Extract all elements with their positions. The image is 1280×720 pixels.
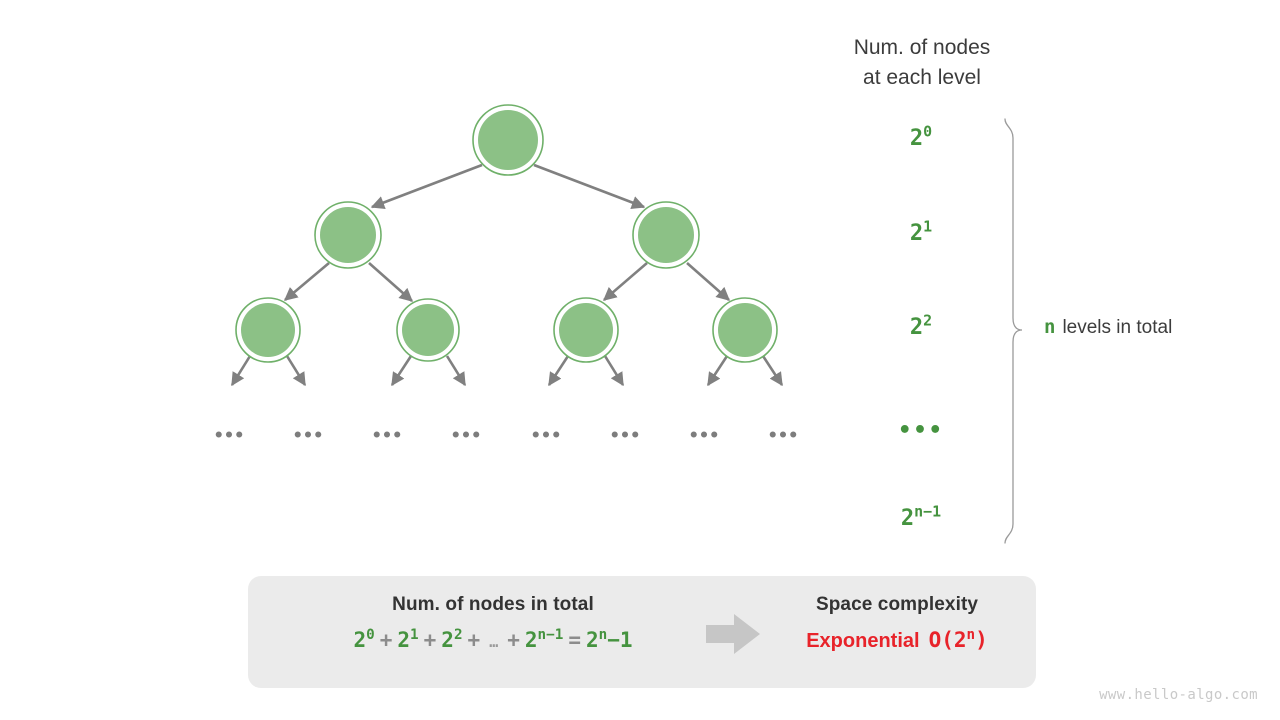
- formula-plus: +: [423, 628, 437, 652]
- tree-node-l2-d: [712, 297, 778, 363]
- formula-equals: =: [568, 628, 581, 652]
- edge-l1right-d: [686, 262, 731, 301]
- edge-l2b-s2: [445, 355, 467, 387]
- tree-nodes: [235, 104, 778, 363]
- arrow-right-icon: [706, 614, 760, 654]
- formula-term-n-1: 2n−1: [524, 627, 564, 652]
- level-count-label-2: 22: [909, 311, 933, 340]
- complexity-notation: O(2n): [928, 627, 988, 652]
- formula-term-0: 20: [353, 627, 375, 652]
- level-exponent-1: 1: [923, 217, 933, 236]
- summary-box: Num. of nodes in total 20+21+22+…+2n−1=2…: [248, 576, 1036, 688]
- edge-l2d-s1: [706, 355, 729, 387]
- edge-l2a-s2: [285, 355, 307, 387]
- space-complexity-title: Space complexity: [815, 594, 979, 615]
- tree-node-l2-c: [553, 297, 619, 363]
- tree-node-l1-right: [632, 201, 700, 269]
- formula-ellipsis: …: [489, 633, 499, 651]
- level-exponent-0: 0: [923, 122, 933, 141]
- tree-ellipsis: •••: [293, 426, 324, 446]
- levels-total-annotation: n levels in total: [1044, 316, 1172, 339]
- tree-node-l2-b: [396, 298, 460, 362]
- edge-root-left: [370, 163, 483, 209]
- tree-ellipsis: •••: [451, 426, 482, 446]
- tree-ellipsis: •••: [531, 426, 562, 446]
- formula-plus: +: [379, 628, 393, 652]
- level-exponent-2: 2: [923, 311, 933, 330]
- levels-total-text: levels in total: [1062, 317, 1173, 338]
- tree-node-root: [472, 104, 544, 176]
- edge-l2a-s1: [230, 355, 252, 387]
- edge-l1left-a: [283, 262, 330, 301]
- edge-l2c-s2: [603, 355, 625, 387]
- watermark: www.hello-algo.com: [1099, 687, 1258, 703]
- levels-brace: [1004, 118, 1023, 544]
- summary-right-panel: Space complexity Exponential O(2n): [768, 594, 1026, 653]
- tree-ellipsis: •••: [768, 426, 799, 446]
- tree-ellipsis: •••: [214, 426, 245, 446]
- formula-result: 2n−1: [585, 627, 633, 652]
- tree-ellipsis: •••: [610, 426, 641, 446]
- tree-node-l2-a: [235, 297, 301, 363]
- edge-l1left-b: [368, 262, 414, 302]
- edge-l2c-s1: [547, 355, 570, 387]
- edge-l2b-s1: [390, 355, 413, 387]
- edge-root-right: [533, 163, 646, 209]
- formula-plus: +: [507, 628, 520, 652]
- edge-l1right-c: [602, 262, 648, 301]
- edge-l2d-s2: [761, 355, 784, 387]
- tree-ellipsis: •••: [372, 426, 403, 446]
- tree-edges: [230, 163, 784, 387]
- formula-term-1: 21: [397, 627, 419, 652]
- space-complexity-value: Exponential O(2n): [768, 628, 1026, 653]
- tree-ellipsis-row: ••• ••• ••• ••• ••• ••• ••• •••: [214, 426, 799, 446]
- summary-left-panel: Num. of nodes in total 20+21+22+…+2n−1=2…: [258, 594, 728, 652]
- total-nodes-formula: 20+21+22+…+2n−1=2n−1: [258, 628, 728, 652]
- total-nodes-title: Num. of nodes in total: [392, 594, 594, 615]
- level-count-label-0: 20: [909, 122, 933, 151]
- levels-variable: n: [1044, 316, 1056, 338]
- tree-ellipsis: •••: [689, 426, 720, 446]
- formula-term-2: 22: [441, 627, 463, 652]
- tree-node-l1-left: [314, 201, 382, 269]
- level-count-label-1: 21: [909, 217, 933, 246]
- level-count-label-ellipsis: •••: [898, 418, 944, 443]
- level-exponent-n-1: n−1: [914, 502, 942, 521]
- level-count-label-n-1: 2n−1: [900, 502, 942, 531]
- right-column-heading: Num. of nodes at each level: [853, 36, 991, 89]
- formula-plus: +: [467, 628, 481, 652]
- complexity-label: Exponential: [806, 630, 920, 652]
